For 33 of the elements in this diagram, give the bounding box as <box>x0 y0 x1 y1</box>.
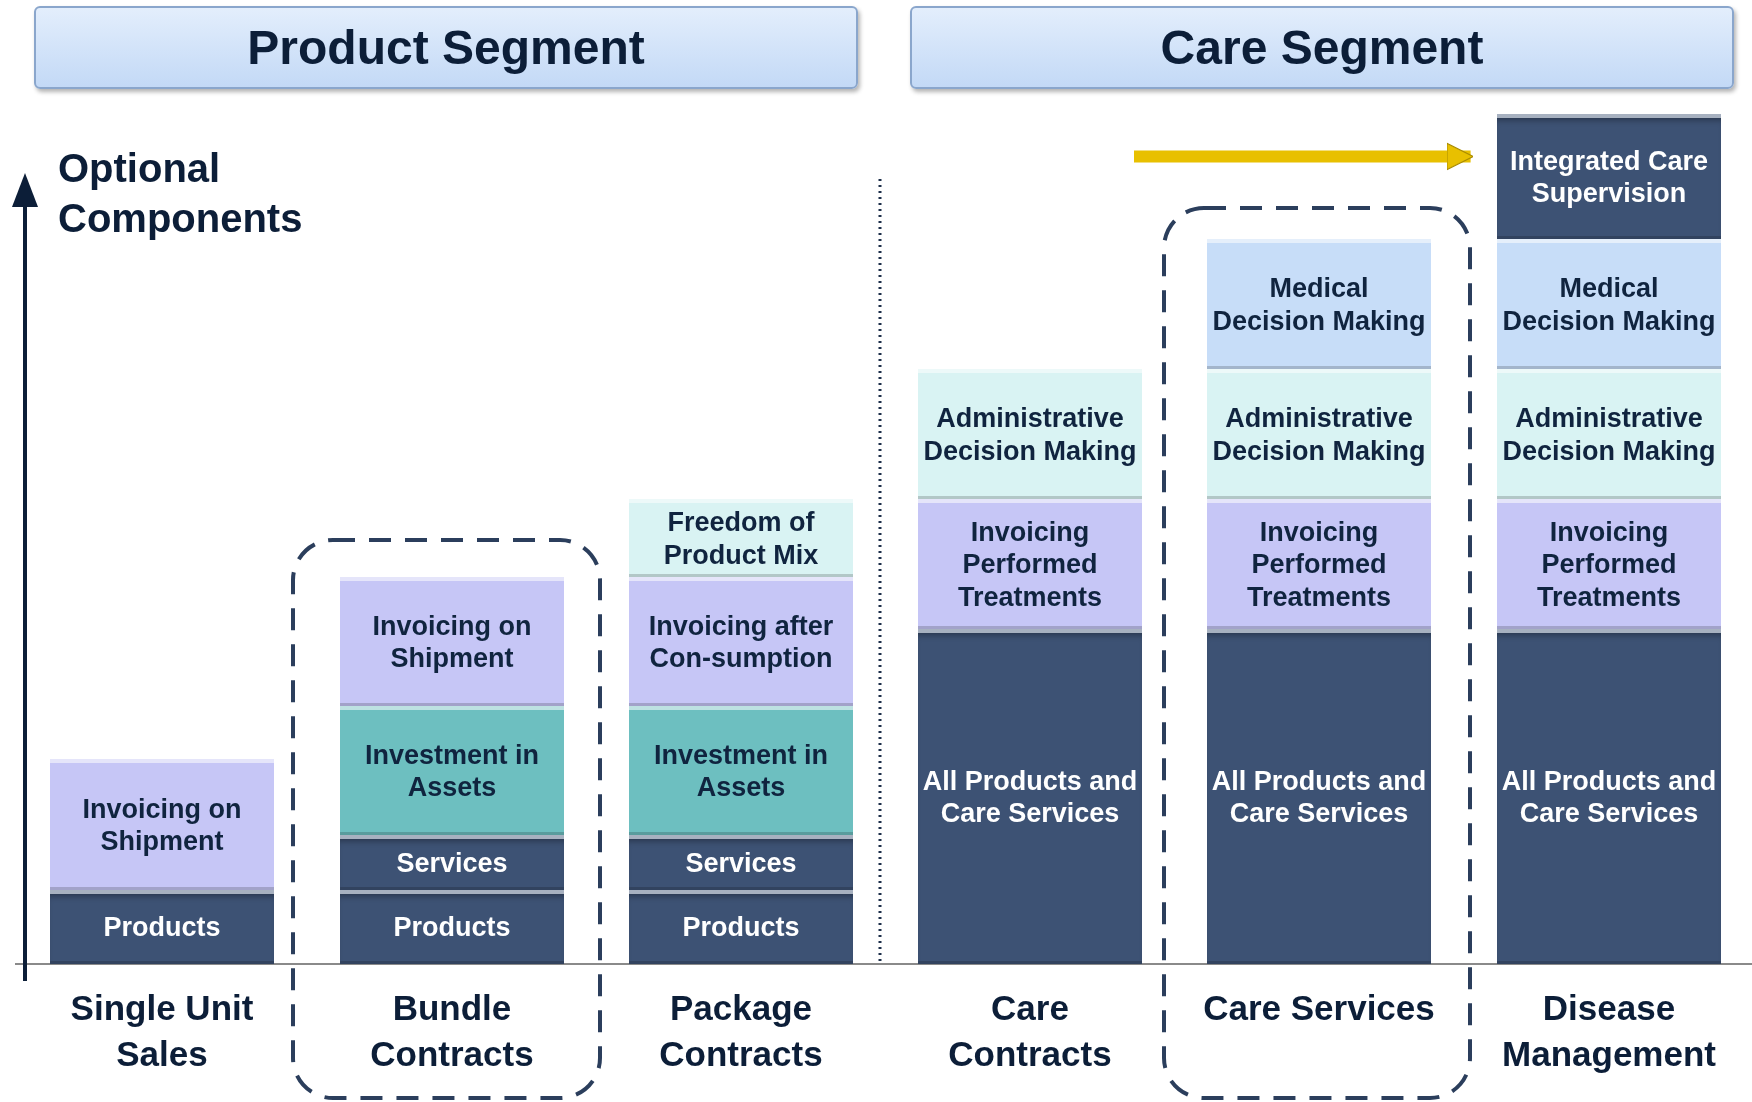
column-label: Package Contracts <box>658 987 824 1075</box>
stack-block: Products <box>340 890 564 964</box>
stack-block: Administrative Decision Making <box>1497 369 1721 499</box>
stack-block: Invoicing Performed Treatments <box>1497 499 1721 629</box>
stack-block: All Products and Care Services <box>1207 629 1431 964</box>
column-label: Care Contracts <box>947 987 1113 1075</box>
stack-block: Freedom of Product Mix <box>629 499 853 577</box>
stack-block: Products <box>50 890 274 964</box>
stack-block: Invoicing Performed Treatments <box>1207 499 1431 629</box>
column-label: Single Unit Sales <box>69 987 255 1075</box>
stack-block: Medical Decision Making <box>1207 239 1431 369</box>
segment-header: Care Segment <box>910 6 1734 89</box>
stack-block: Invoicing Performed Treatments <box>918 499 1142 629</box>
stack-block: Invoicing on Shipment <box>50 759 274 890</box>
stack-block: Investment in Assets <box>629 706 853 835</box>
stack-block: Services <box>629 835 853 890</box>
stack-block: Medical Decision Making <box>1497 239 1721 369</box>
stack-block: Products <box>629 890 853 964</box>
arrow <box>1134 142 1474 171</box>
column-label: Disease Management <box>1501 987 1717 1075</box>
stack-block: All Products and Care Services <box>918 629 1142 964</box>
axis-title: Optional Components <box>58 145 304 242</box>
stack-block: Invoicing after Con-sumption <box>629 577 853 706</box>
stack-block: Invoicing on Shipment <box>340 577 564 706</box>
stack-block: Investment in Assets <box>340 706 564 835</box>
stack-block: All Products and Care Services <box>1497 629 1721 964</box>
column-label: Care Services <box>1202 987 1436 1029</box>
stack-block: Integrated Care Supervision <box>1497 114 1721 239</box>
stack-block: Administrative Decision Making <box>918 369 1142 499</box>
stack-block: Services <box>340 835 564 890</box>
column-label: Bundle Contracts <box>369 987 535 1075</box>
stack-block: Administrative Decision Making <box>1207 369 1431 499</box>
segment-header: Product Segment <box>34 6 858 89</box>
